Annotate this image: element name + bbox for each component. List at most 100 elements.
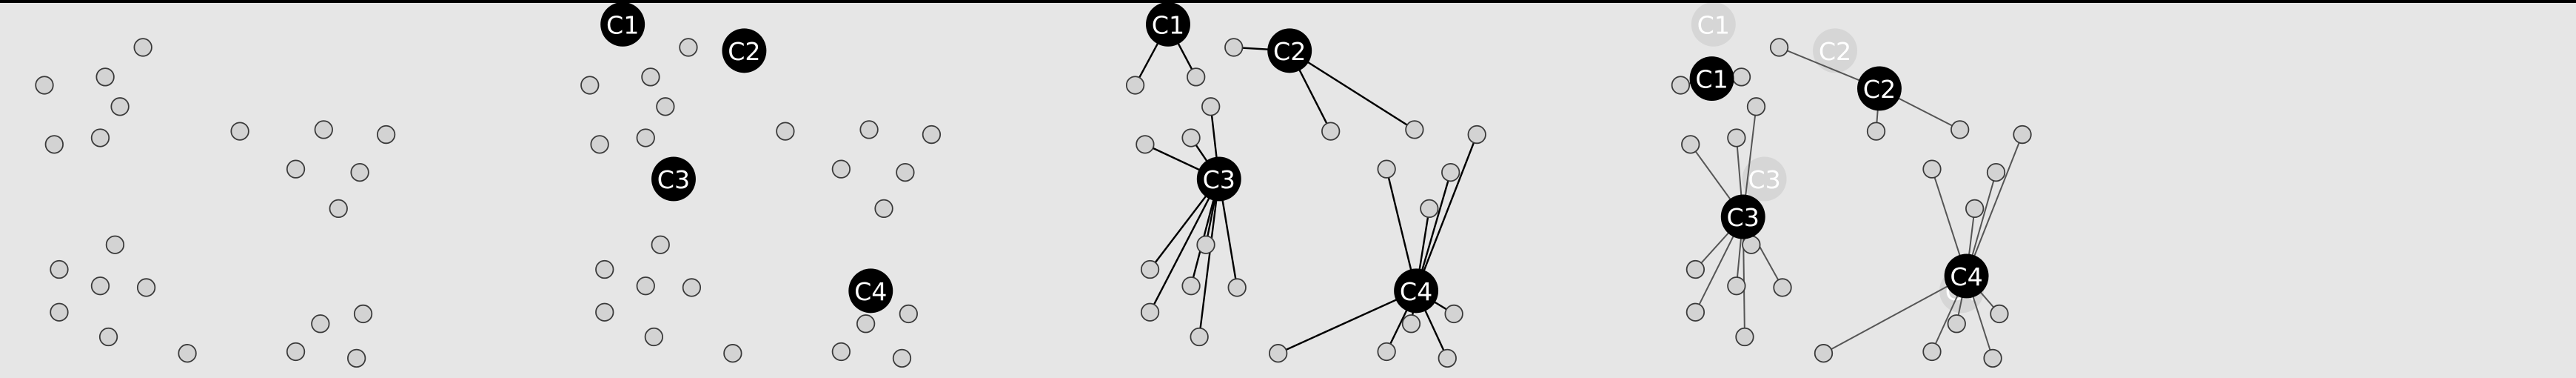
old-centroid-c2-label: C2 — [1819, 37, 1851, 66]
data-point — [1140, 302, 1160, 322]
data-point — [595, 302, 614, 322]
assignment-line — [1415, 134, 1478, 291]
centroid-c4 — [1394, 268, 1439, 314]
data-point — [1441, 162, 1460, 182]
old-centroid-c3 — [1742, 156, 1787, 202]
data-point — [50, 259, 69, 279]
data-point — [329, 199, 348, 219]
assignment-line — [1198, 179, 1221, 337]
data-point — [590, 135, 609, 154]
assignment-line — [1289, 50, 1415, 130]
data-point — [347, 348, 366, 368]
data-point — [636, 128, 655, 147]
data-point — [1814, 344, 1834, 363]
data-point — [1227, 278, 1247, 297]
data-point — [1196, 235, 1215, 254]
data-point — [44, 135, 64, 154]
data-point — [311, 314, 330, 334]
assignment-line — [1278, 290, 1417, 354]
data-point — [314, 120, 333, 139]
data-point — [831, 342, 851, 362]
data-point — [656, 97, 675, 116]
data-point — [1965, 199, 1985, 219]
centroid-c4 — [848, 268, 893, 314]
assignment-line — [1965, 134, 2023, 276]
centroid-c3-label: C3 — [1203, 165, 1235, 194]
data-point — [90, 128, 110, 147]
data-point — [1686, 259, 1705, 279]
centroid-c2 — [1267, 28, 1312, 73]
data-point — [892, 348, 912, 368]
data-point — [874, 199, 893, 219]
data-point — [1136, 135, 1155, 154]
data-point — [1681, 135, 1700, 154]
panel-1 — [35, 38, 396, 368]
data-point — [95, 67, 115, 87]
old-centroid-c3-label: C3 — [1748, 165, 1780, 194]
data-point — [1947, 314, 1966, 334]
data-point — [1922, 159, 1942, 179]
data-point — [1727, 276, 1746, 296]
data-point — [90, 276, 110, 296]
data-point — [1269, 344, 1288, 363]
data-point — [641, 67, 660, 87]
data-point — [1377, 342, 1396, 362]
data-point — [859, 120, 879, 139]
data-point — [1321, 122, 1341, 141]
data-point — [1420, 199, 1439, 219]
centroid-c2 — [722, 28, 767, 73]
data-point — [136, 278, 156, 297]
data-point — [856, 314, 876, 334]
centroid-c3 — [651, 156, 696, 202]
data-point — [350, 162, 369, 182]
centroid-c4-label: C4 — [1950, 262, 1982, 291]
data-point — [1773, 278, 1792, 297]
data-point — [1438, 348, 1457, 368]
diagram-canvas: C1C2C3C4C1C2C3C4C1C2C3C4C1C2C3C4 — [35, 3, 2032, 368]
centroid-c1 — [600, 3, 645, 47]
data-point — [1769, 38, 1789, 57]
data-point — [1405, 120, 1424, 139]
data-point — [1125, 76, 1145, 95]
data-point — [1181, 276, 1201, 296]
data-point — [651, 235, 670, 254]
centroid-c1 — [1146, 3, 1190, 47]
data-point — [776, 122, 795, 141]
centroid-c2 — [1856, 66, 1902, 111]
data-point — [595, 259, 614, 279]
data-point — [1990, 304, 2009, 324]
data-point — [286, 342, 306, 362]
data-point — [1190, 327, 1209, 347]
data-point — [679, 38, 698, 57]
data-point — [644, 327, 664, 347]
data-point — [1671, 76, 1691, 95]
centroid-c2-label: C2 — [1863, 75, 1896, 104]
old-centroid-c1 — [1691, 3, 1736, 47]
data-point — [831, 159, 851, 179]
data-point — [230, 122, 249, 141]
data-point — [1951, 120, 1970, 139]
data-point — [1983, 348, 2002, 368]
old-centroid-c1-label: C1 — [1697, 10, 1730, 39]
data-point — [1401, 314, 1421, 334]
centroid-c1-label: C1 — [1695, 65, 1728, 94]
centroid-c2-label: C2 — [1273, 37, 1306, 66]
data-point — [286, 159, 306, 179]
data-point — [35, 76, 54, 95]
data-point — [922, 125, 942, 145]
old-centroid-c2 — [1813, 28, 1857, 73]
data-point — [1224, 38, 1244, 57]
data-point — [110, 97, 130, 116]
data-point — [1187, 67, 1206, 87]
data-point — [1467, 125, 1486, 145]
centroid-c3-label: C3 — [657, 165, 690, 194]
data-point — [1140, 259, 1160, 279]
data-point — [1866, 122, 1886, 141]
centroid-c1-label: C1 — [606, 10, 639, 39]
data-point — [1201, 97, 1221, 116]
data-point — [353, 304, 373, 324]
